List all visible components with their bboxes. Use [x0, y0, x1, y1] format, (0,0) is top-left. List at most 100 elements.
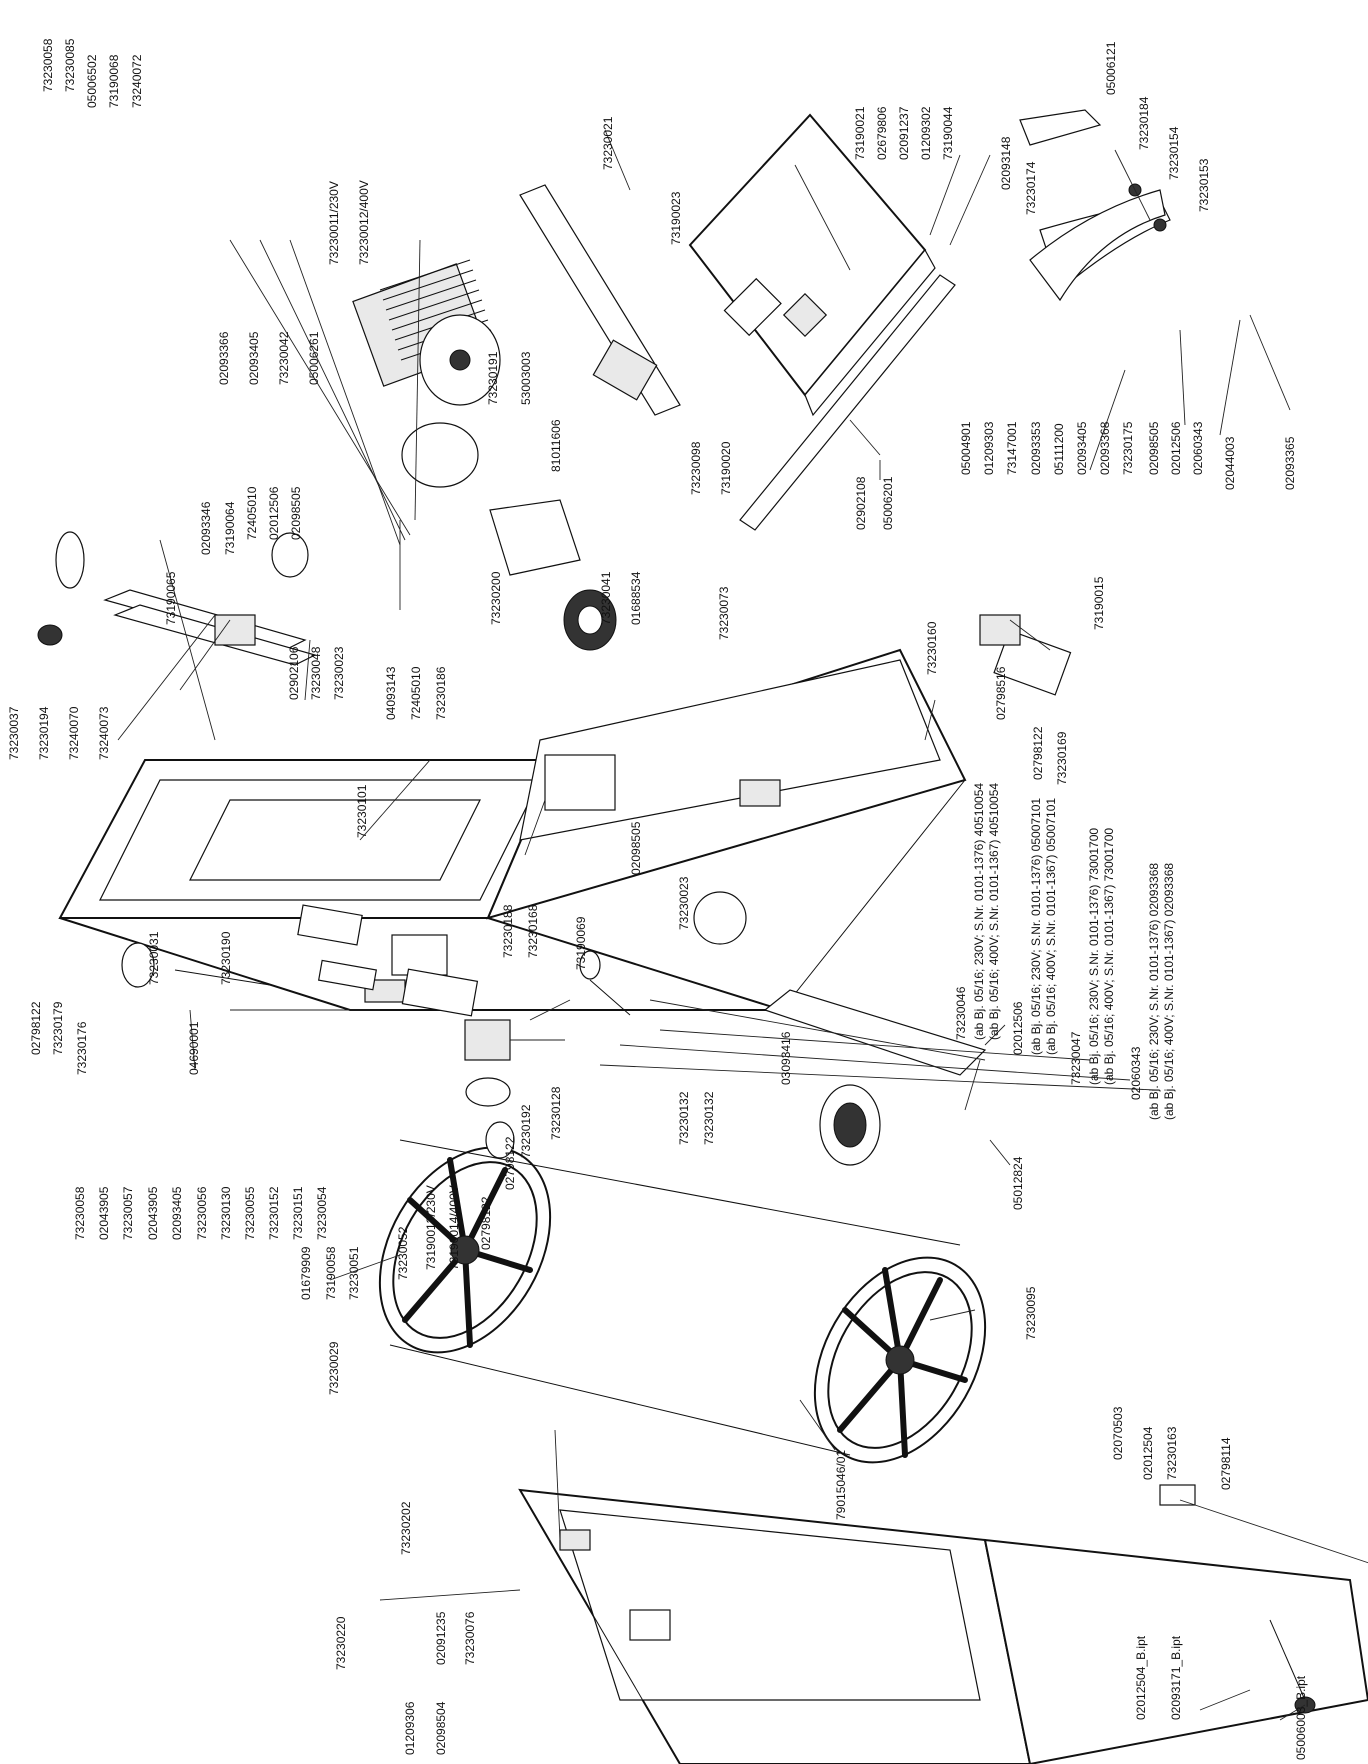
part-label: 02798122 [29, 1001, 43, 1055]
part-label: 73230041 [599, 571, 613, 625]
part-label: 73240070 [67, 706, 81, 760]
part-label: 02093405 [247, 331, 261, 385]
part-label: 73230153 [1197, 158, 1211, 212]
part-note: (ab Bj. 05/16; 400V; S.Nr. 0101-1367) 02… [1162, 863, 1176, 1120]
part-label: 72405010 [409, 666, 423, 720]
part-label: 73230098 [689, 441, 703, 495]
part-label: 73230023 [332, 646, 346, 700]
part-label: 73230202 [399, 1501, 413, 1555]
leader-lines [117, 129, 1368, 1721]
part-label: 73190021 [853, 106, 867, 160]
part-label: 02098505 [1147, 421, 1161, 475]
part-label: 73230011/230V [327, 181, 341, 265]
rip-fence-drawing [519, 184, 681, 416]
part-note: (ab Bj. 05/16; 230V; S.Nr. 0101-1376) 05… [1029, 798, 1043, 1055]
part-label: 73230132 [702, 1091, 716, 1145]
part-label: 73230194 [37, 706, 51, 760]
part-label: 02798122 [1031, 726, 1045, 780]
part-label: 73230184 [1137, 96, 1151, 150]
part-label: 01209306 [403, 1701, 417, 1755]
part-label: 73230046 [954, 986, 968, 1040]
part-label: 01688534 [629, 571, 643, 625]
part-label: 73230085 [63, 38, 77, 92]
part-label: 73190020 [719, 441, 733, 495]
part-label: 05006201 [881, 476, 895, 530]
part-label: 73230169 [1055, 731, 1069, 785]
part-label: 73230012/400V [357, 180, 371, 265]
part-label: 02060343 [1191, 421, 1205, 475]
part-label: 02093353 [1029, 421, 1043, 475]
part-label: 73190015 [1092, 576, 1106, 630]
part-label: 02093171_B.ipt [1169, 1635, 1183, 1720]
part-label: 73230047 [1069, 1031, 1083, 1085]
part-label: 02043905 [97, 1186, 111, 1240]
bracket-drawing [1159, 1484, 1316, 1714]
part-label: 02902106 [287, 646, 301, 700]
part-label: 73230130 [219, 1186, 233, 1240]
part-label: 79015046/01 [834, 1450, 848, 1520]
part-label: 05006121 [1104, 41, 1118, 95]
part-label: 02098504 [434, 1701, 448, 1755]
part-label: 05012824 [1011, 1156, 1025, 1210]
part-label: 73230051 [347, 1246, 361, 1300]
part-label: 05006261 [307, 331, 321, 385]
blade-guide-drawing [37, 531, 317, 666]
part-label: 02060343 [1129, 1046, 1143, 1100]
part-label: 02798122 [503, 1136, 517, 1190]
main-frame-drawing [58, 648, 967, 1011]
part-label: 73230101 [355, 784, 369, 838]
part-label: 05004901 [959, 421, 973, 475]
part-label: 01679909 [299, 1246, 313, 1300]
part-label: 02093365 [1283, 436, 1297, 490]
part-label: 73230095 [1024, 1286, 1038, 1340]
part-label: 73230128 [549, 1086, 563, 1140]
part-label: 73240072 [130, 54, 144, 108]
part-label: 73230052 [396, 1226, 410, 1280]
part-label: 73230176 [75, 1021, 89, 1075]
part-label: 02093366 [217, 331, 231, 385]
part-note: (ab Bj. 05/16; 400V; S.Nr. 0101-1367) 73… [1102, 828, 1116, 1085]
part-label: 73230076 [463, 1611, 477, 1665]
part-label: 73230058 [41, 38, 55, 92]
part-label: 04093143 [384, 666, 398, 720]
part-note: (ab Bj. 05/16; 230V; S.Nr. 0101-1376) 73… [1087, 828, 1101, 1085]
part-label: 02798114 [1219, 1437, 1233, 1490]
part-label: 73190044 [941, 106, 955, 160]
part-label: 73230056 [195, 1186, 209, 1240]
part-label: 02093368 [1098, 421, 1112, 475]
part-label: 05006003_B.ipt [1294, 1675, 1308, 1760]
part-label: 73190065 [164, 571, 178, 625]
part-label: 02012506 [1011, 1001, 1025, 1055]
part-label: 02012506 [267, 486, 281, 540]
part-label: 73230175 [1121, 421, 1135, 475]
part-labels: 73230058 73230085 05006502 73190068 7324… [7, 38, 1308, 1760]
part-label: 73230188 [501, 904, 515, 958]
part-label: 73190013/230V [424, 1185, 438, 1270]
part-label: 73230057 [121, 1186, 135, 1240]
part-label: 02091237 [897, 106, 911, 160]
part-label: 73230021 [601, 116, 615, 170]
part-note: (ab Bj. 05/16; 400V; S.Nr. 0101-1367) 05… [1044, 798, 1058, 1055]
part-label: 05111200 [1052, 423, 1066, 475]
part-label: 73230200 [489, 571, 503, 625]
part-label: 73230220 [334, 1616, 348, 1670]
part-label: 73230179 [51, 1001, 65, 1055]
part-label: 73230132 [677, 1091, 691, 1145]
belt-drawing [763, 989, 987, 1166]
part-label: 01209303 [982, 421, 996, 475]
part-label: 02798122 [479, 1196, 493, 1250]
part-label: 73190068 [107, 54, 121, 108]
part-label: 73230168 [526, 904, 540, 958]
part-label: 05006502 [85, 54, 99, 108]
part-label: 02902108 [854, 476, 868, 530]
part-note: (ab Bj. 05/16; 230V; S.Nr. 0101-1376) 02… [1147, 863, 1161, 1120]
motor-drawing [352, 259, 617, 651]
part-label: 73230152 [267, 1186, 281, 1240]
part-label: 73240073 [97, 706, 111, 760]
switch-parts-drawing [121, 904, 631, 1159]
part-label: 02093346 [199, 501, 213, 555]
part-label: 73230029 [327, 1341, 341, 1395]
part-label: 02044003 [1223, 436, 1237, 490]
part-label: 73190069 [574, 916, 588, 970]
part-label: 73230037 [7, 706, 21, 760]
